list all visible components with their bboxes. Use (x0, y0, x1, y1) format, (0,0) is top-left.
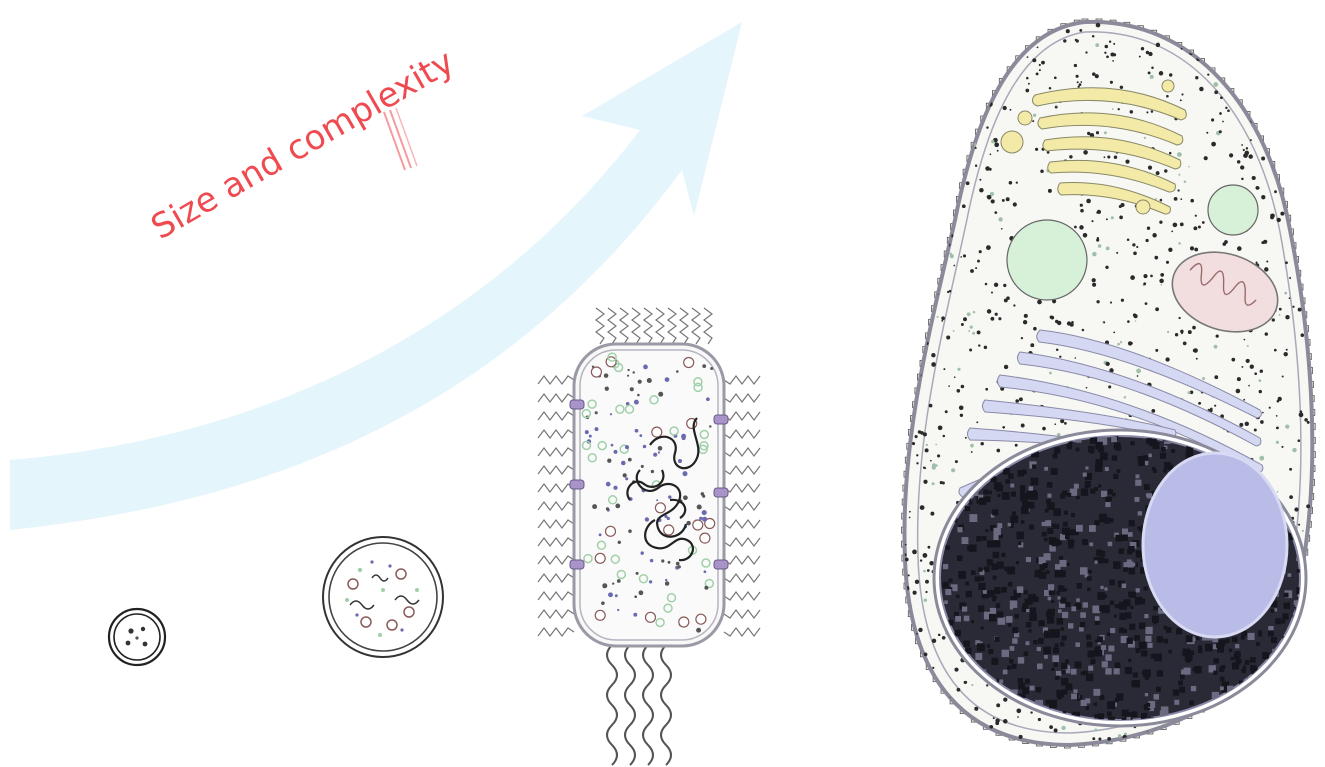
eukaryotic-cell (902, 18, 1325, 748)
nucleolus (1143, 453, 1287, 637)
small-cell (323, 537, 443, 657)
flagella (607, 645, 671, 765)
arrow-label: Size and complexity (145, 42, 461, 248)
nucleus (934, 430, 1307, 726)
tiny-cell (109, 609, 165, 665)
bacterium (538, 308, 760, 765)
